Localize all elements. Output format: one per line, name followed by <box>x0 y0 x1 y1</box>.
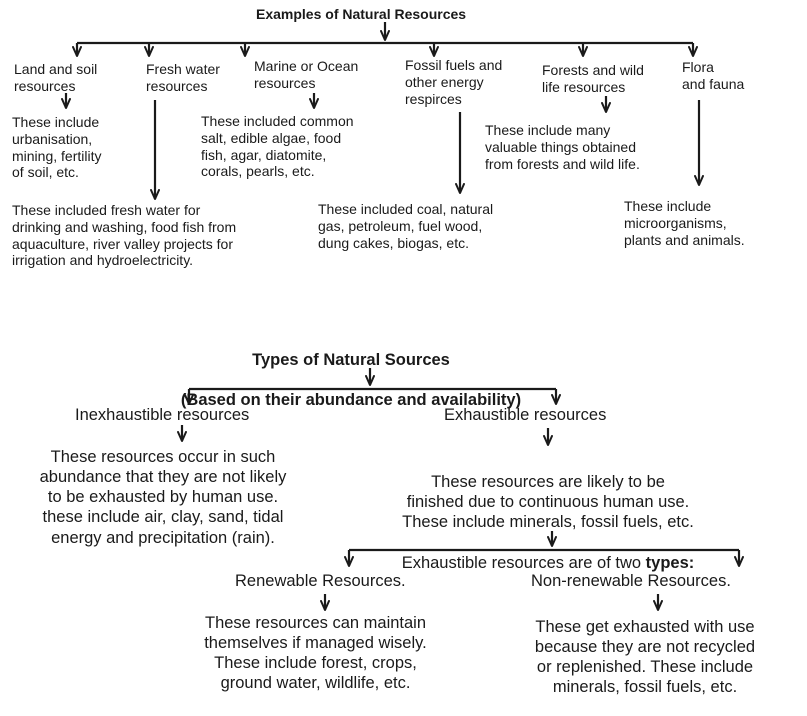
detail-flora: These include microorganisms, plants and… <box>624 198 745 248</box>
examples-title: Examples of Natural Resources <box>256 6 467 22</box>
detail-fossil: These included coal, natural gas, petrol… <box>318 201 494 251</box>
types-title-block: Types of Natural Sources (Based on their… <box>151 330 551 431</box>
detail-freshwater: These included fresh water for drinking … <box>12 202 237 269</box>
exhaustible-detail: These resources are likely to be finishe… <box>402 473 694 532</box>
exhaustible-detail-block: These resources are likely to be finishe… <box>368 452 728 593</box>
detail-marine: These included common salt, edible algae… <box>201 113 354 180</box>
detail-land: These include urbanisation, mining, fert… <box>12 114 102 181</box>
exhaustible-types-bold: types: <box>645 553 695 572</box>
category-fossil-label: Fossil fuels and other energy respirces <box>405 57 503 107</box>
types-subtitle: (Based on their abundance and availabili… <box>180 391 522 410</box>
category-land-label: Land and soil resources <box>14 61 98 94</box>
renewable-detail: These resources can maintain themselves … <box>204 614 427 693</box>
inexhaustible-label: Inexhaustible resources <box>75 406 250 424</box>
types-title: Types of Natural Sources <box>252 351 450 370</box>
category-flora-label: Flora and fauna <box>682 59 745 92</box>
category-freshwater-label: Fresh water resources <box>146 61 220 94</box>
nonrenewable-label: Non-renewable Resources. <box>531 572 731 590</box>
exhaustible-label: Exhaustible resources <box>444 406 607 424</box>
inexhaustible-detail: These resources occur in such abundance … <box>39 448 287 547</box>
category-forest-label: Forests and wild life resources <box>542 62 644 95</box>
renewable-label: Renewable Resources. <box>235 572 406 590</box>
exhaustible-types-line: Exhaustible resources are of two types: <box>368 553 728 573</box>
nonrenewable-detail: These get exhausted with use because the… <box>534 618 756 697</box>
category-marine-label: Marine or Ocean resources <box>254 58 359 91</box>
exhaustible-types-prefix: Exhaustible resources are of two <box>401 553 646 572</box>
detail-forest: These include many valuable things obtai… <box>485 122 640 172</box>
